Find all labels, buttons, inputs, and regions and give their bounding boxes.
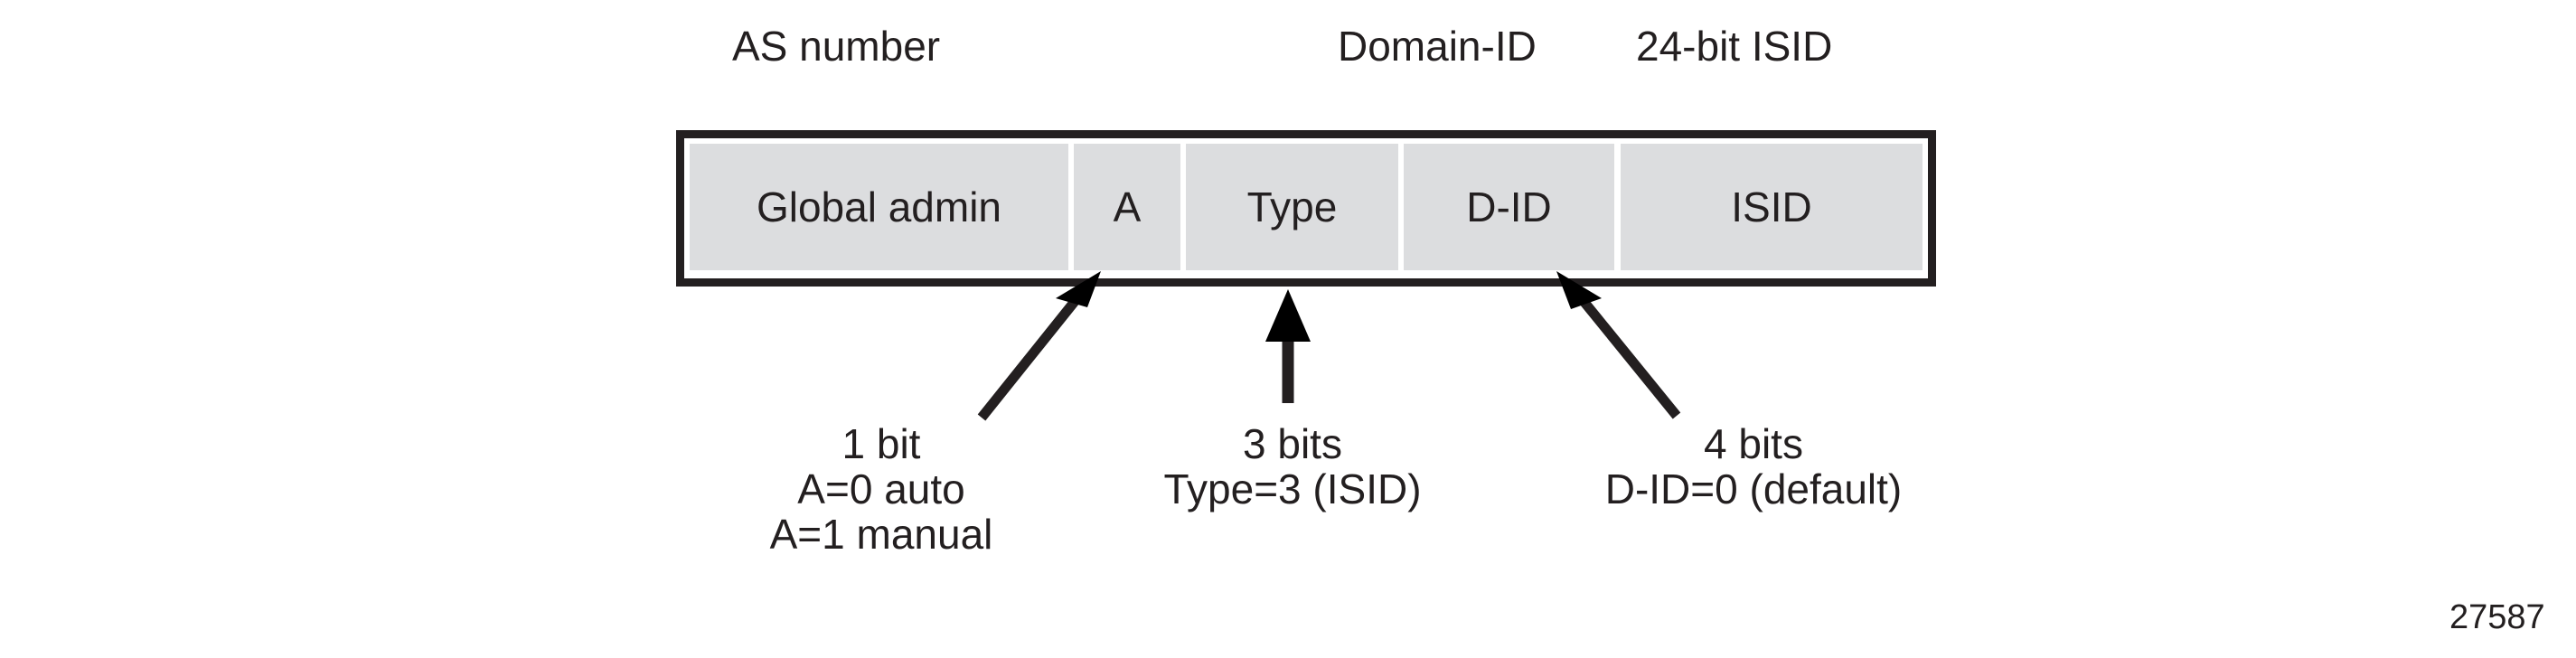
annotation-a-field: 1 bit A=0 auto A=1 manual bbox=[714, 421, 1048, 557]
field-label-a: A bbox=[1113, 183, 1142, 230]
annotation-a-line-1: 1 bit bbox=[841, 420, 921, 467]
annotation-d-id-field: 4 bits D-ID=0 (default) bbox=[1537, 421, 1970, 512]
annotation-d-id-line-2: D-ID=0 (default) bbox=[1604, 465, 1903, 512]
label-domain-id: Domain-ID bbox=[1338, 23, 1537, 70]
field-cell-isid: ISID bbox=[1621, 144, 1923, 270]
annotation-type-line-2: Type=3 (ISID) bbox=[1163, 465, 1422, 512]
annotation-type-line-1: 3 bits bbox=[1243, 420, 1342, 467]
arrow-to-d-id-field bbox=[1556, 271, 1681, 419]
annotation-d-id-line-1: 4 bits bbox=[1704, 420, 1803, 467]
label-24bit-isid: 24-bit ISID bbox=[1636, 23, 1833, 70]
annotation-a-line-2: A=0 auto bbox=[797, 465, 965, 512]
field-label-d-id: D-ID bbox=[1466, 183, 1552, 230]
field-cell-global-admin: Global admin bbox=[690, 144, 1068, 270]
label-as-number: AS number bbox=[732, 23, 941, 70]
annotation-a-line-3: A=1 manual bbox=[769, 511, 993, 558]
field-label-isid: ISID bbox=[1731, 183, 1812, 230]
field-label-type: Type bbox=[1246, 183, 1338, 230]
arrow-to-a-field bbox=[977, 271, 1101, 421]
annotation-type-field: 3 bits Type=3 (ISID) bbox=[1121, 421, 1464, 512]
field-cell-d-id: D-ID bbox=[1404, 144, 1614, 270]
field-label-global-admin: Global admin bbox=[756, 183, 1002, 230]
field-cell-a: A bbox=[1074, 144, 1180, 270]
arrow-to-type-field bbox=[1265, 289, 1311, 403]
figure-number: 27587 bbox=[2449, 598, 2545, 636]
field-cell-type: Type bbox=[1186, 144, 1398, 270]
